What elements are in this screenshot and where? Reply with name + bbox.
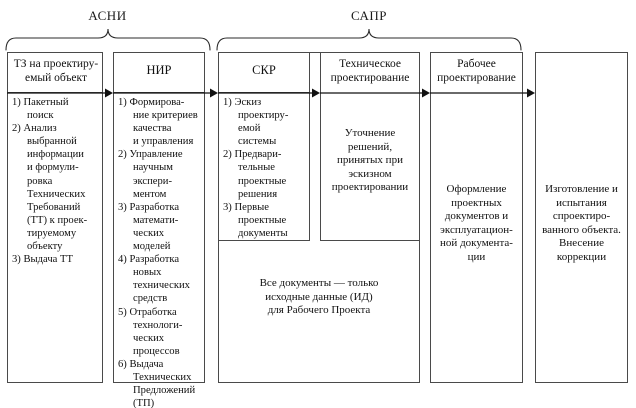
stage-header-nir: НИР xyxy=(114,53,204,93)
arrow-head-tz-nir xyxy=(105,88,113,98)
list-item: 1) Формирова- ние критериев качества и у… xyxy=(118,97,198,148)
arrow-head-tech-rab xyxy=(422,88,430,98)
list-item: 2) Управление научным экспери- ментом xyxy=(118,149,183,200)
list-item: 4) Разработка новых технических средств xyxy=(118,254,190,305)
stage-box-tz[interactable]: ТЗ на проектиру- емый объект 1) Пакетный… xyxy=(7,52,103,383)
stage-body-skr: 1) Эскиз проектиру- емой системы 2) Пред… xyxy=(219,93,309,240)
brace-asni xyxy=(5,28,211,51)
stage-header-rab: Рабочее проектирование xyxy=(437,58,516,84)
stage-header-tz: ТЗ на проектиру- емый объект xyxy=(8,53,102,93)
list-item: 1) Эскиз проектиру- емой системы xyxy=(223,97,289,148)
stage-body-izgot: Изготовление и испытания спроектиро- ван… xyxy=(542,183,621,263)
shared-note-text: Все документы — только исходные данные (… xyxy=(259,277,379,317)
list-item: 1) Пакетный поиск xyxy=(12,97,69,122)
stage-header-skr: СКР xyxy=(219,53,309,93)
stage-body-tz: 1) Пакетный поиск 2) Анализ выбранной ин… xyxy=(8,93,102,382)
list-item: 3) Разработка математи- ческих моделей xyxy=(118,201,180,253)
list-item: 3) Первые проектные документы xyxy=(223,201,288,239)
list-item: 6) Выдача Технических Предложений (ТП) xyxy=(118,358,196,408)
arrow-head-nir-skr xyxy=(210,88,218,98)
list-item: 5) Отработка технологи- ческих процессов xyxy=(118,306,183,357)
stage-box-tech[interactable]: Техническое проектирование Уточнение реш… xyxy=(320,52,420,241)
group-label-asni: АСНИ xyxy=(88,8,127,23)
stage-box-izgot[interactable]: Изготовление и испытания спроектиро- ван… xyxy=(535,52,628,383)
stage-box-nir[interactable]: НИР 1) Формирова- ние критериев качества… xyxy=(113,52,205,408)
stage-body-nir: 1) Формирова- ние критериев качества и у… xyxy=(114,93,204,408)
stage-body-tech: Уточнение решений, принятых при эскизном… xyxy=(331,127,409,194)
arrow-head-rab-izgot xyxy=(527,88,535,98)
stage-box-skr[interactable]: СКР 1) Эскиз проектиру- емой системы 2) … xyxy=(218,52,310,241)
stage-body-rab: Оформление проектных документов и эксплу… xyxy=(440,183,513,263)
stage-header-tech: Техническое проектирование xyxy=(330,58,410,84)
list-item: 2) Предвари- тельные проектные решения xyxy=(223,149,287,200)
list-item: 2) Анализ выбранной информации и формули… xyxy=(12,123,88,253)
stage-box-rab[interactable]: Рабочее проектирование Оформление проект… xyxy=(430,52,523,383)
group-label-sapr: САПР xyxy=(350,8,388,23)
list-item: 3) Выдача ТТ xyxy=(12,254,73,266)
brace-sapr xyxy=(216,28,522,51)
